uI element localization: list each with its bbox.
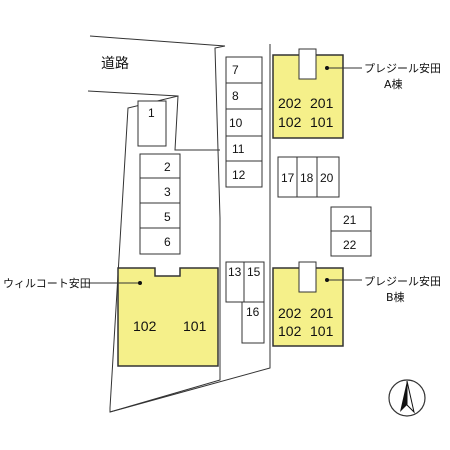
parking-slot-6 [139,227,181,255]
road-edge-top [89,35,226,47]
building-a-unit-101: 101 [310,114,334,130]
building-a-wing: A棟 [384,77,403,91]
parking-slot-22 [330,230,372,257]
parking-slot-16 [241,301,265,344]
parking-label-17: 17 [281,171,295,185]
parking-slot-12 [225,160,263,188]
parking-label-12: 12 [232,168,246,182]
building-b-unit-101: 101 [310,323,334,339]
building-a-leader-dot [325,66,329,70]
parking-label-16: 16 [246,305,260,319]
building-a-unit-201: 201 [310,95,334,111]
parking-slot-20 [316,156,340,198]
parking-label-21: 21 [343,213,357,227]
parking-slot-10 [225,108,263,137]
building-b-label: プレジール安田 [364,274,441,288]
willcourt-unit-102: 102 [133,318,157,334]
parking-label-7: 7 [232,63,239,77]
parking-label-1: 1 [148,106,155,120]
building-a-unit-202: 202 [278,95,302,111]
building-a-unit-102: 102 [278,114,302,130]
parking-label-18: 18 [300,171,314,185]
building-willcourt [117,267,219,367]
parking-label-15: 15 [247,265,261,279]
parking-label-6: 6 [164,235,171,249]
willcourt-leader-dot [138,281,142,285]
willcourt-unit-101: 101 [183,318,207,334]
road-label: 道路 [101,55,129,71]
parking-label-13: 13 [228,265,242,279]
building-b-unit-102: 102 [278,323,302,339]
building-b-unit-201: 201 [310,305,334,321]
parking-label-3: 3 [164,185,171,199]
road-edge-lower [87,90,179,97]
parking-label-10: 10 [229,116,243,130]
parking-label-22: 22 [343,238,357,252]
willcourt-label: ウィルコート安田 [3,276,91,290]
lot-boundary-south [109,44,271,413]
parking-slot-3 [139,177,181,204]
parking-slot-5 [139,202,181,229]
parking-slot-11 [225,135,263,162]
parking-slot-1 [137,100,167,147]
parking-slot-7 [225,56,263,84]
building-a-label: プレジール安田 [364,61,441,75]
parking-slot-2 [139,153,181,179]
building-b-wing: B棟 [386,290,405,304]
parking-label-20: 20 [320,171,334,185]
parking-slot-21 [330,206,372,232]
parking-slot-8 [225,82,263,110]
building-b-leader-dot [325,278,329,282]
parking-label-11: 11 [232,142,245,156]
north-arrow-icon [388,379,426,417]
building-b-entrance [298,261,317,293]
building-b-unit-202: 202 [278,305,302,321]
parking-label-8: 8 [232,89,239,103]
parking-label-2: 2 [164,160,171,174]
lot-boundary-west [109,45,226,413]
building-a-entrance [298,48,317,80]
parking-label-5: 5 [164,210,171,224]
